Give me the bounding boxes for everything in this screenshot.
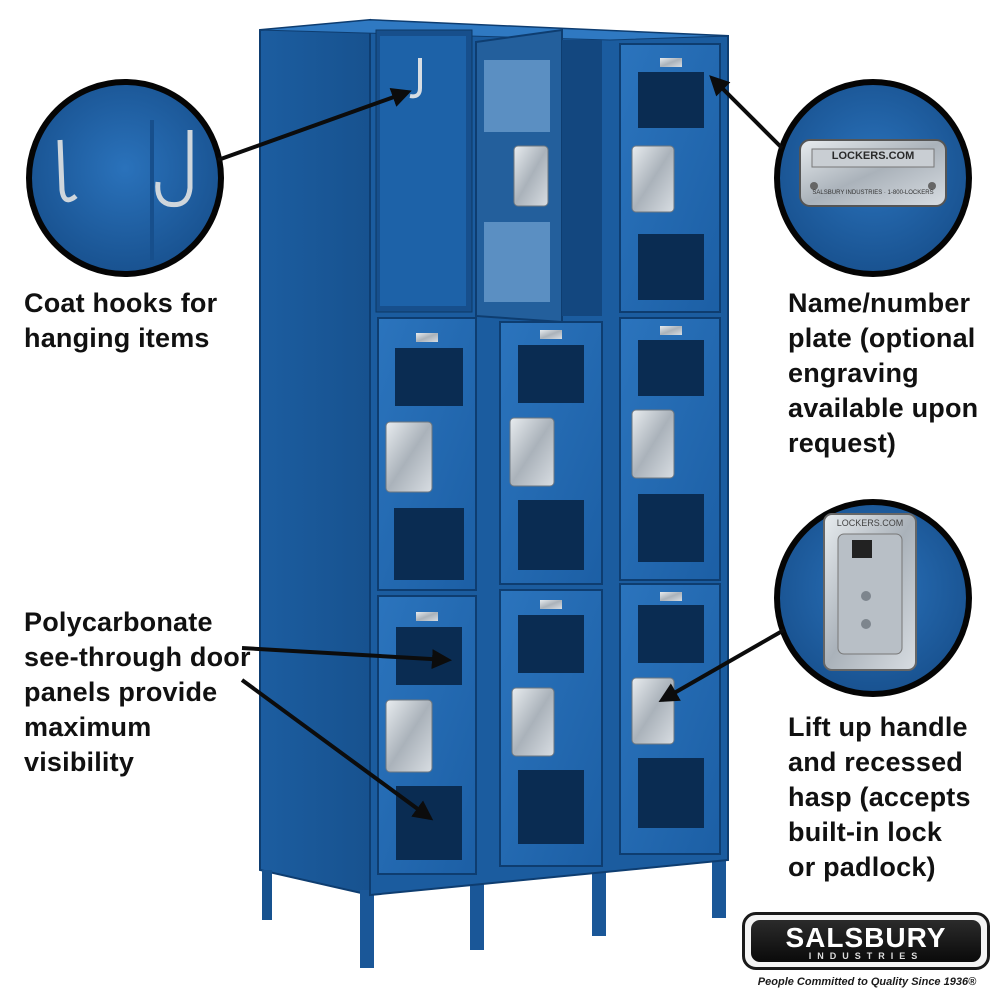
name-plate-detail (774, 79, 972, 277)
locker-column-3 (619, 43, 721, 855)
coat-hook-icon (409, 58, 422, 99)
name-plate-maker: SALSBURY INDUSTRIES · 1-800-LOCKERS (812, 190, 934, 196)
logo-inner: SALSBURY INDUSTRIES (751, 920, 981, 962)
logo-badge: SALSBURY INDUSTRIES (742, 912, 990, 970)
coat-hooks-detail (26, 79, 224, 277)
handle-caption: Lift up handle and recessed hasp (accept… (788, 712, 971, 882)
polycarbonate-caption: Polycarbonate see-through door panels pr… (24, 607, 251, 777)
handle-plate-brand: LOCKERS.COM (836, 518, 904, 528)
handle-detail (774, 499, 972, 697)
locker-column-1 (375, 29, 477, 875)
logo-name: SALSBURY (785, 922, 947, 953)
logo-subtitle: INDUSTRIES (808, 951, 924, 961)
coat-hooks-caption: Coat hooks for hanging items (24, 288, 218, 353)
logo-tagline: People Committed to Quality Since 1936® (757, 976, 977, 988)
name-plate-caption: Name/number plate (optional engraving av… (788, 288, 979, 458)
locker-column-2 (475, 28, 603, 867)
callout-arrows (217, 75, 785, 821)
name-plate-brand: LOCKERS.COM (831, 150, 915, 162)
salsbury-logo: SALSBURY INDUSTRIES People Committed to … (742, 912, 992, 992)
